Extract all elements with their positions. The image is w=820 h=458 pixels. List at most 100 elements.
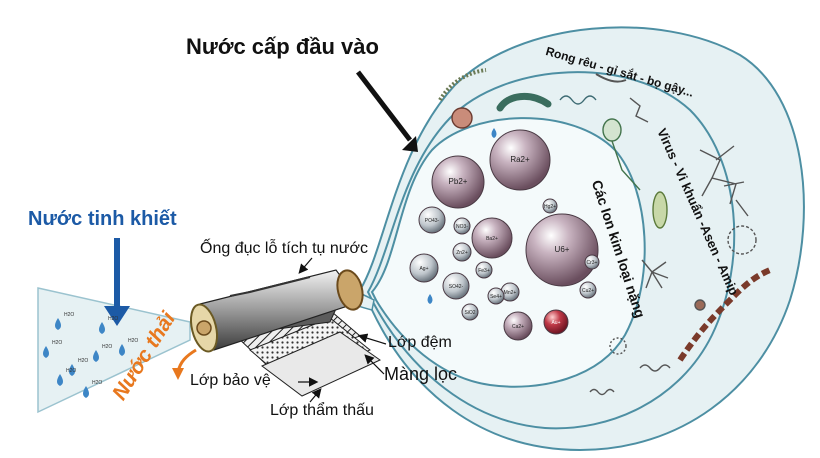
amoeba-icon bbox=[451, 107, 473, 129]
ion-label: Cr3+ bbox=[587, 260, 598, 266]
ion-label: Fe3+ bbox=[478, 268, 490, 274]
protective-layer-label: Lớp bảo vệ bbox=[190, 372, 271, 389]
ion-label: SO42- bbox=[449, 284, 464, 290]
ion-label: Pb2+ bbox=[449, 177, 468, 186]
ion-label: Au+ bbox=[551, 320, 560, 326]
ion-particle bbox=[489, 129, 551, 191]
middle-ring bbox=[366, 71, 736, 430]
spiral-bacteria-icon bbox=[589, 388, 615, 396]
ion-particle bbox=[461, 303, 479, 321]
ion-particle bbox=[487, 287, 505, 305]
waste-arrow-head bbox=[172, 368, 184, 380]
ion-group: Pb2+ Ra2+ U6+ Ba2+ Ag+ SO42- PO43- Ca2+ Au+ Zn2+ M… bbox=[409, 129, 600, 341]
water-molecule-label: H2O bbox=[64, 312, 74, 318]
ion-label: Mn2+ bbox=[504, 290, 517, 296]
water-molecule-label: H2O bbox=[108, 316, 118, 322]
water-molecule-label: H2O bbox=[52, 340, 62, 346]
ion-label: Ag+ bbox=[419, 266, 428, 272]
membrane-label: Màng lọc bbox=[384, 364, 458, 384]
water-drop-icon bbox=[491, 128, 497, 138]
ion-particle bbox=[442, 272, 470, 300]
ion-particle bbox=[584, 254, 600, 270]
ion-label: Ra2+ bbox=[510, 155, 530, 164]
water-molecule-label: H2O bbox=[66, 368, 76, 374]
ion-label: Ca2+ bbox=[512, 324, 524, 330]
water-drop-icon bbox=[99, 322, 105, 334]
perforated-tube-end bbox=[196, 320, 212, 336]
water-drop-icon bbox=[93, 350, 99, 362]
algae-icon bbox=[629, 97, 649, 123]
ion-particle bbox=[525, 213, 599, 287]
ion-label: Hg2+ bbox=[544, 204, 556, 210]
worm-icon bbox=[595, 73, 627, 83]
pure-water-funnel bbox=[37, 287, 191, 414]
spirulina-icon bbox=[559, 95, 597, 105]
water-drop-icon bbox=[55, 318, 61, 330]
cartridge-end-cap bbox=[336, 269, 364, 311]
flagellate-icon bbox=[611, 140, 641, 191]
ion-particle bbox=[543, 309, 569, 335]
cartridge-grooves bbox=[229, 276, 311, 297]
feed-arrow-head bbox=[402, 136, 418, 152]
ion-particle bbox=[471, 217, 513, 259]
pointer-tube bbox=[298, 257, 313, 274]
perforated-tube-label: Ống đục lỗ tích tụ nước bbox=[200, 240, 368, 257]
ion-label: U6+ bbox=[555, 245, 570, 254]
pure-water-label: Nước tinh khiết bbox=[28, 208, 177, 230]
pointer-membrane bbox=[364, 354, 385, 375]
water-molecule-label: H2O bbox=[102, 344, 112, 350]
ion-label: SiO2 bbox=[464, 310, 475, 316]
ion-label: NO3- bbox=[456, 224, 468, 230]
bacteria-icon bbox=[496, 93, 552, 112]
paramecium-icon bbox=[652, 191, 668, 229]
pointer-permeate bbox=[309, 388, 322, 403]
ion-particle bbox=[418, 206, 446, 234]
ion-particle bbox=[503, 311, 533, 341]
water-drop-icon bbox=[43, 346, 49, 358]
water-drop-icon bbox=[57, 374, 63, 386]
ion-particle bbox=[409, 253, 439, 283]
ion-particle bbox=[431, 155, 485, 209]
ion-particle bbox=[453, 217, 471, 235]
ro-cartridge bbox=[189, 269, 364, 353]
water-drop-icon bbox=[83, 386, 89, 398]
membrane-layer bbox=[261, 331, 381, 397]
water-molecule-label: H2O bbox=[92, 380, 102, 386]
permeate-layer-label: Lớp thẩm thấu bbox=[270, 402, 374, 419]
water-drop-icon bbox=[427, 294, 433, 304]
bacteria-chain-icon bbox=[677, 267, 772, 362]
bacteria-icon bbox=[694, 299, 706, 311]
feed-water-title: Nước cấp đầu vào bbox=[186, 34, 379, 59]
ion-label: PO43- bbox=[425, 218, 440, 224]
inner-drops bbox=[427, 128, 497, 304]
spacer-label: Lớp đệm bbox=[388, 334, 452, 351]
ion-label: Se4+ bbox=[490, 294, 502, 300]
ion-label: Ba2+ bbox=[486, 236, 498, 242]
algae-icon bbox=[699, 145, 749, 217]
pure-arrow-shaft bbox=[114, 238, 120, 308]
pointer-spacer bbox=[357, 333, 387, 345]
water-drop-icon bbox=[119, 344, 125, 356]
ion-particle bbox=[475, 261, 493, 279]
worm-icon bbox=[438, 68, 487, 102]
water-molecule-label: H2O bbox=[78, 358, 88, 364]
ion-particle bbox=[579, 281, 597, 299]
spiral-bacteria-icon bbox=[639, 364, 671, 372]
ion-label: Cu2+ bbox=[582, 288, 594, 294]
water-drop-icon bbox=[69, 364, 75, 376]
pure-arrow-head bbox=[104, 306, 130, 326]
cell-icon bbox=[602, 118, 622, 142]
label-pointers bbox=[298, 257, 387, 403]
virus-icon bbox=[641, 259, 669, 289]
microorganism-group bbox=[438, 68, 772, 396]
diatom-icon bbox=[609, 337, 627, 355]
water-molecule-label: H2O bbox=[128, 338, 138, 344]
ion-particle bbox=[542, 198, 558, 214]
virus-icon bbox=[727, 225, 757, 255]
ion-label: Zn2+ bbox=[456, 250, 468, 256]
ion-particle bbox=[452, 242, 472, 262]
feed-arrow bbox=[356, 70, 412, 142]
